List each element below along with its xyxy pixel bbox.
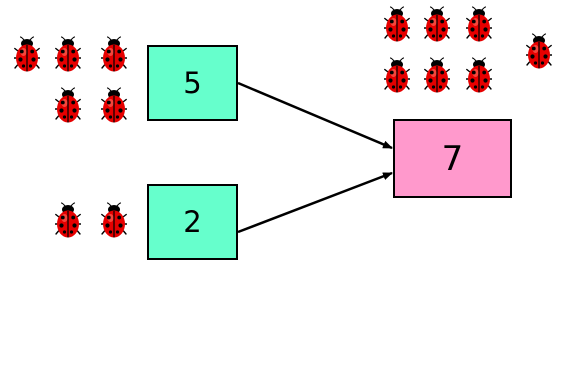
number-box-top: 5 (147, 45, 238, 121)
ladybug-icon (526, 33, 552, 71)
result-box-value: 7 (441, 138, 464, 179)
ladybug-icon (55, 87, 81, 125)
ladybug-icon (14, 36, 40, 74)
number-box-bottom: 2 (147, 184, 238, 260)
number-box-bottom-value: 2 (183, 205, 202, 239)
arrow-top-to-result (237, 81, 393, 150)
arrow-bottom-to-result (237, 171, 393, 234)
result-box: 7 (393, 119, 512, 198)
ladybug-icon (101, 87, 127, 125)
ladybug-icon (384, 6, 410, 44)
ladybug-icon (466, 6, 492, 44)
number-box-top-value: 5 (183, 66, 202, 100)
ladybug-icon (466, 57, 492, 95)
ladybug-icon (101, 36, 127, 74)
ladybug-icon (424, 57, 450, 95)
ladybug-icon (55, 36, 81, 74)
ladybug-icon (55, 202, 81, 240)
ladybug-icon (424, 6, 450, 44)
ladybug-icon (384, 57, 410, 95)
ladybug-icon (101, 202, 127, 240)
